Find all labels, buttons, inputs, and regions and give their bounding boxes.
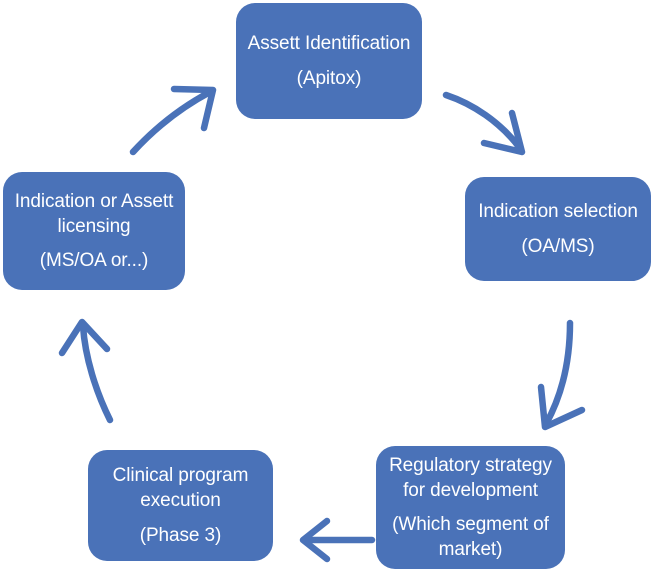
arrow-indication-to-regulatory-shaft <box>542 319 574 428</box>
node-indication-selection-sub-0: (OA/MS) <box>521 235 595 257</box>
arrow-clinical-to-licensing-shaft <box>79 322 114 424</box>
arrow-clinical-to-licensing-head <box>58 318 111 357</box>
node-asset-identification[interactable]: Assett Identification (Apitox) <box>236 3 422 119</box>
node-clinical-program-sub-0: (Phase 3) <box>139 524 222 546</box>
node-regulatory-strategy[interactable]: Regulatory strategy for development (Whi… <box>376 446 565 569</box>
arrow-indication-to-regulatory-head <box>537 383 586 431</box>
node-indication-licensing-line-0: Indication or Assett <box>14 190 174 212</box>
arrow-regulatory-to-clinical <box>299 517 376 563</box>
node-asset-identification-sub-0: (Apitox) <box>296 67 362 89</box>
node-regulatory-strategy-sub-0: (Which segment of <box>392 514 549 535</box>
node-indication-licensing[interactable]: Indication or Assett licensing (MS/OA or… <box>3 172 185 290</box>
arrow-asset-to-indication <box>442 91 526 156</box>
node-clinical-program-line-0: Clinical program <box>112 465 249 487</box>
node-indication-licensing-sub-0: (MS/OA or...) <box>39 250 149 272</box>
arrow-licensing-to-asset-shaft <box>129 88 214 156</box>
node-regulatory-strategy-line-0: Regulatory strategy <box>389 454 552 476</box>
node-regulatory-strategy-sub-1: market) <box>438 539 503 561</box>
node-clinical-program[interactable]: Clinical program execution (Phase 3) <box>88 450 273 561</box>
arrow-indication-to-regulatory <box>537 319 586 431</box>
arrow-licensing-to-asset-head <box>170 85 217 132</box>
arrow-asset-to-indication-shaft <box>442 91 523 151</box>
node-indication-licensing-line-1: licensing <box>57 215 131 237</box>
arrow-licensing-to-asset <box>129 85 217 156</box>
node-asset-identification-line-0: Assett Identification <box>247 33 411 55</box>
arrow-regulatory-to-clinical-head <box>299 517 331 563</box>
arrow-asset-to-indication-head <box>480 109 526 156</box>
node-indication-selection[interactable]: Indication selection (OA/MS) <box>465 177 651 281</box>
arrow-clinical-to-licensing <box>58 318 114 424</box>
node-indication-selection-line-0: Indication selection <box>478 201 638 223</box>
node-regulatory-strategy-line-1: for development <box>403 479 538 501</box>
node-clinical-program-line-1: execution <box>140 490 221 512</box>
